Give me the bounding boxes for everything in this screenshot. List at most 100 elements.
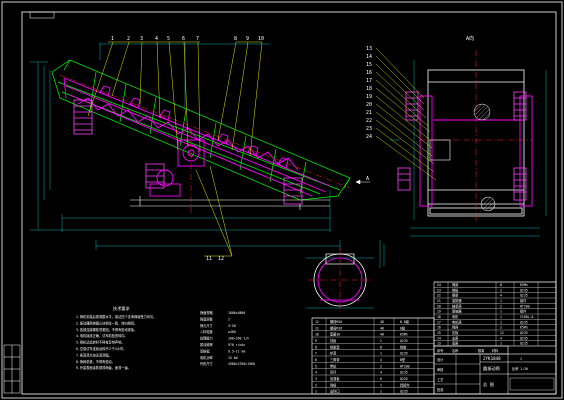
title-designation: 2YK1848 <box>483 356 501 361</box>
bom-row-name: 三角带 <box>330 357 340 362</box>
spec-label: 筛面层数 <box>200 316 214 321</box>
bom-row-qty: 48 <box>380 326 384 330</box>
spec-value: 100~350 t/h <box>228 337 249 341</box>
binding-strip <box>3 344 21 394</box>
bearing-upper <box>473 103 491 121</box>
balloon-6: 6 <box>182 36 185 42</box>
spec-label: 振动频率 <box>200 342 214 347</box>
base-frame-side <box>130 196 330 210</box>
bom-row-no: 19 <box>437 310 441 314</box>
bom-row-qty: 4 <box>500 336 502 340</box>
bom-row-no: 8 <box>315 345 317 349</box>
bom-row-mat: HT200 <box>400 364 410 368</box>
bom-row-name: 电机 <box>452 314 459 319</box>
spec-label: 筛面规格 <box>200 310 214 315</box>
bom-row-no: 24 <box>437 283 441 287</box>
bom-row-no: 16 <box>437 326 441 330</box>
bom-row-mat: Q235 <box>520 320 528 324</box>
end-leaders <box>375 47 437 181</box>
balloon-15: 15 <box>366 62 372 68</box>
scale-note: 比例 1:20 <box>512 366 528 371</box>
sheet-inner-frame <box>21 11 557 395</box>
balloon-4: 4 <box>155 36 158 42</box>
bom-row-no: 21 <box>437 299 441 303</box>
bom-header-row: 序号 名称 数量 材料 <box>433 345 509 355</box>
spring-upper-left <box>73 99 93 135</box>
bom-row-mat: 焊接件 <box>400 382 410 387</box>
balloon-20: 20 <box>366 102 372 108</box>
balloon-23: 23 <box>366 126 372 132</box>
tech-note-line: 4.电机接线正确，试车前检查转向。 <box>76 333 128 338</box>
balloon-17: 17 <box>366 78 372 84</box>
balloon-3: 3 <box>140 36 143 42</box>
side-balloons: 1 2 3 4 5 6 7 8 9 10 11 12 <box>111 36 264 262</box>
balloon-5: 5 <box>167 36 170 42</box>
bom-header-name: 名称 <box>452 348 459 353</box>
bom-row-no: 2 <box>315 383 317 387</box>
bom-row-name: 电机座 <box>452 319 462 324</box>
tech-note-line: 1.筛机安装后需调整水平，保证四个支承弹簧受力均匀。 <box>76 314 156 319</box>
balloon-1: 1 <box>111 36 114 42</box>
balloon-21: 21 <box>366 110 372 116</box>
spec-value: 15 kW <box>228 356 238 360</box>
bom-row-no: 13 <box>437 342 441 346</box>
side-leaders <box>87 41 263 257</box>
bom-row-no: 9 <box>315 339 317 343</box>
tech-note-line: 9.外露表面涂防锈漆两遍，面漆一遍。 <box>76 365 131 370</box>
bom-row-mat: 8.8级 <box>400 319 410 324</box>
bom-row-mat: Q235 <box>400 352 408 356</box>
bom-row-no: 23 <box>437 288 441 292</box>
balloon-12: 12 <box>218 256 224 262</box>
bom-row-qty: 1 <box>380 352 382 356</box>
bearing-lower <box>480 196 496 212</box>
bom-row-qty: 48 <box>380 320 384 324</box>
section-arrow <box>355 179 370 185</box>
bom-row-name: 出料口 <box>330 389 340 394</box>
bom-row-no: 20 <box>437 304 441 308</box>
bom-row-name: 侧板 <box>452 287 459 292</box>
bom-row-no: 3 <box>315 377 317 381</box>
bom-header-no: 序号 <box>437 348 443 353</box>
bom-row-no: 11 <box>315 326 319 330</box>
bom-row-mat: Y160L-6 <box>520 315 534 319</box>
spec-label: 外形尺寸 <box>200 361 214 366</box>
balloon-13: 13 <box>366 46 372 52</box>
bom-row-no: 18 <box>437 315 441 319</box>
bom-row-qty: 48 <box>380 333 384 337</box>
balloon-2: 2 <box>127 36 130 42</box>
side-centerlines <box>59 74 351 214</box>
spec-value: 970 r/min <box>228 343 245 347</box>
spec-label: 处理能力 <box>200 336 213 341</box>
bom-row-mat: Q235 <box>400 390 408 394</box>
bom-row-qty: 4 <box>500 294 502 298</box>
bom-row-mat: Q235 <box>520 336 528 340</box>
bom-row-name: 挡板 <box>330 338 337 343</box>
spec-label: 筛孔尺寸 <box>200 323 214 328</box>
support-springs-side <box>73 99 303 205</box>
title-qty: 1 <box>520 357 522 361</box>
end-springs <box>397 91 527 201</box>
bom-row-qty: 2 <box>500 304 502 308</box>
sign-design: 设计 <box>437 357 444 362</box>
bom-row-qty: 2 <box>500 288 502 292</box>
bom-row-name: 筛框 <box>330 382 337 387</box>
spec-label: 电机功率 <box>200 355 214 360</box>
balloon-22: 22 <box>366 118 372 124</box>
bom-row-name: 弹簧 <box>452 282 459 287</box>
balloon-11: 11 <box>206 256 212 262</box>
bom-row-name: 加强板 <box>330 376 340 381</box>
spec-value: 9.5~11 mm <box>228 349 245 353</box>
bom-row-name: 轴承座 <box>452 303 462 308</box>
end-dimensions <box>390 60 547 237</box>
bom-row-qty: 4 <box>380 358 382 362</box>
bom-row-qty: 1 <box>500 310 502 314</box>
end-centerlines <box>420 50 532 222</box>
balloon-24: 24 <box>366 134 372 140</box>
detail-circle-inner <box>317 257 363 303</box>
bom-row-mat: Q235 <box>400 371 408 375</box>
bom-row-mat: Q235 <box>400 339 408 343</box>
balloon-18: 18 <box>366 86 372 92</box>
bom-row-no: 22 <box>437 294 441 298</box>
